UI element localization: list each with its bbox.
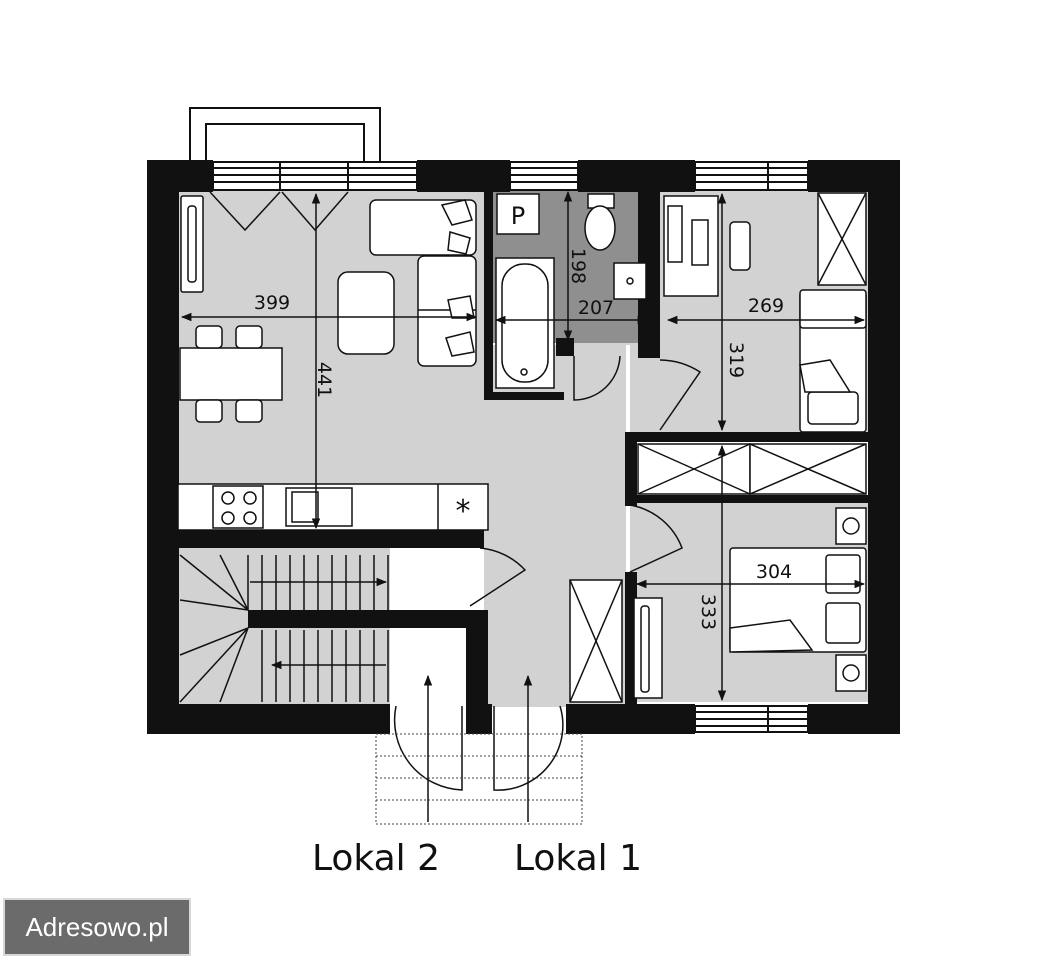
window-room-2 bbox=[694, 705, 809, 733]
dim-room2-depth: 333 bbox=[697, 594, 719, 630]
wardrobes bbox=[569, 192, 867, 703]
dimension-labels: 399 441 198 207 269 319 304 333 bbox=[254, 248, 792, 630]
dim-room2-width: 304 bbox=[756, 561, 792, 583]
room-1-furniture bbox=[663, 195, 867, 433]
entrance-steps bbox=[375, 733, 583, 825]
dim-bath-width: 207 bbox=[578, 297, 614, 319]
coffee-table bbox=[337, 271, 395, 355]
dim-room1-width: 269 bbox=[748, 295, 784, 317]
room-2-furniture bbox=[633, 507, 867, 699]
exterior-walls bbox=[147, 160, 900, 734]
toilet-bowl bbox=[584, 205, 616, 251]
window-bathroom bbox=[509, 161, 579, 191]
interior-walls bbox=[178, 190, 870, 706]
fridge-mark: * bbox=[456, 494, 471, 529]
staircase bbox=[179, 554, 389, 703]
dining-table bbox=[179, 347, 283, 401]
desk-chair bbox=[729, 221, 751, 271]
entrance-arrows bbox=[423, 674, 533, 822]
entrance-label-1: Lokal 1 bbox=[514, 838, 642, 879]
window-living bbox=[212, 161, 418, 191]
dimension-lines bbox=[180, 190, 866, 702]
kitchen-counter bbox=[177, 483, 489, 531]
dim-living-depth: 441 bbox=[313, 362, 335, 398]
dim-room1-depth: 319 bbox=[725, 342, 747, 378]
entrance-label-2: Lokal 2 bbox=[312, 838, 440, 879]
dim-living-width: 399 bbox=[254, 292, 290, 314]
window-room-1 bbox=[694, 161, 809, 191]
doors bbox=[209, 191, 702, 791]
p-box bbox=[496, 193, 540, 235]
wardrobe-room-1 bbox=[817, 192, 867, 286]
wardrobe-entrance bbox=[569, 579, 623, 703]
bathroom-mark: P bbox=[511, 202, 525, 230]
balcony bbox=[189, 107, 381, 164]
windows bbox=[212, 161, 809, 733]
wardrobe-hall bbox=[637, 443, 867, 495]
dim-bath-depth: 198 bbox=[567, 248, 589, 284]
watermark-badge: Adresowo.pl bbox=[3, 898, 191, 956]
